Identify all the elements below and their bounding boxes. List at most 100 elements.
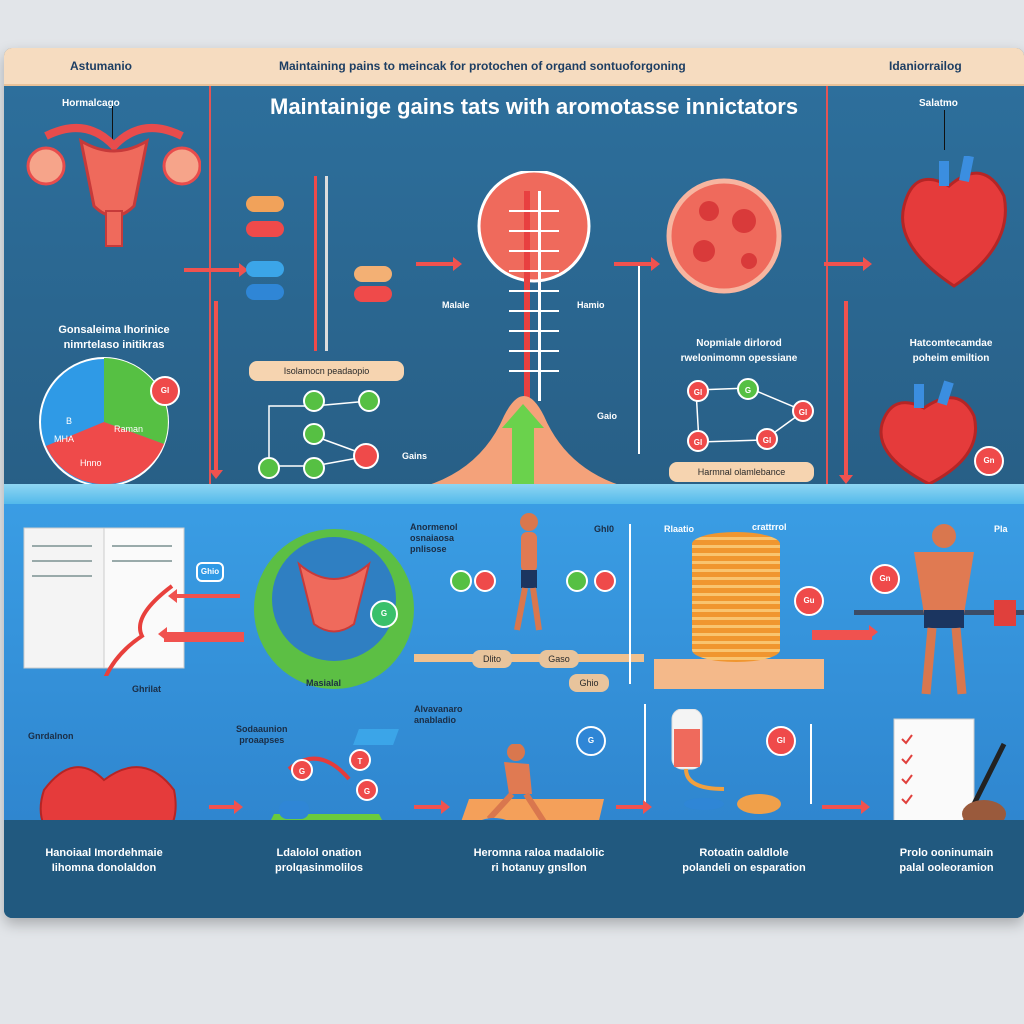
caption-line: Rotoatin oaldlole [699,847,789,859]
heart-badge: Gn [974,446,1004,476]
caption-line: Hanoiaal Imordehmaie [45,847,163,859]
coins-side-label: Rlaatio [664,524,695,534]
caption-line: ri hotanuy gnsllon [491,862,587,874]
book-badge: Ghio [196,562,224,582]
ovary-circle [254,529,414,689]
pie-chart: B MHA Raman Hnno [39,357,169,487]
arrow [812,625,878,640]
caption-line: poheim emiltion [912,353,990,364]
label-line: pnlisose [410,544,447,554]
label-line: proaapses [239,735,285,745]
label-line: osnaiaosa [410,533,455,543]
coins-base [654,659,824,689]
pie-label: MHA [54,434,74,444]
dna-icon [477,171,591,401]
coin-stack-icon [692,532,780,662]
badge: G [291,759,313,781]
pie-label: B [66,416,72,426]
arrow [184,263,248,277]
caption-line: Prolo ooninumain [899,847,994,859]
caption-line: polandeli on esparation [682,862,806,874]
cell-label: Gnrdalnon [28,731,74,741]
badge [566,570,588,592]
caption-line: Iihomna donolaldon [51,862,157,874]
label-line: Anormenol [410,522,458,532]
caption-line: Ldalolol onation [276,847,362,859]
arrow [414,800,450,814]
badge [450,570,472,592]
pie-badge: Gl [150,376,180,406]
label-line: anabladio [414,715,457,725]
heart-icon [879,380,977,486]
dna-left-label: Malale [442,300,470,310]
infographic: Astumanio Maintaining pains to meincak f… [4,48,1024,918]
book-icon [23,527,185,676]
dna-right-label: Hamio [577,300,605,310]
coins-badge: Gu [794,586,824,616]
hormonal-tag: Harmnal olamlebance [669,462,814,482]
heart-icon [901,156,1007,288]
header-center: Maintaining pains to meincak for protoch… [279,59,686,73]
athlete-figure [514,513,542,631]
badge: Gl [756,428,778,450]
uterus-icon [26,124,201,247]
caption-4: Rotoatin oaldlole polandeli on esparation [654,846,834,876]
header-strip: Astumanio Maintaining pains to meincak f… [4,48,1024,86]
gain-curve [384,396,664,496]
caption-5: Prolo ooninumain palal ooleoramion [869,846,1024,876]
muscle-badge: Gn [870,564,900,594]
label-line: Sodaaunion [236,724,288,734]
uterus-caption: Gonsaleima Ihorinice nimrtelaso initikra… [19,323,209,353]
header-right: Idaniorrailog [889,59,962,73]
ovary-badge: G [370,600,398,628]
arrow [822,800,870,814]
tube-icon [314,176,328,351]
cell-circle [666,178,782,294]
caption-line: Nopmiale dirlorod [696,338,782,349]
curve-label: Sodaaunion proaapses [236,724,288,746]
heart-caption: Hatcomtecamdae poheim emiltion [876,336,1024,366]
arrow [209,800,243,814]
gain-label: Gaio [597,411,618,421]
runner2-badge: G [576,726,606,756]
molecule-label: Gains [402,451,428,461]
arrow-down [839,301,853,484]
top-panel: Maintainige gains tats with aromotasse i… [4,86,1024,509]
pill [246,221,284,237]
muscle-man-figure [854,524,1024,695]
arrow-up [638,264,640,454]
badge [594,570,616,592]
caption-line: palal ooleoramion [899,862,994,874]
block-icon [353,729,399,745]
label-line: Alvavanaro [414,704,463,714]
pill [354,266,392,282]
muscle-label: Pla [994,524,1008,534]
arrow [614,257,660,271]
syringe-label: Dlito [472,650,512,668]
badge: G [356,779,378,801]
pill [246,196,284,212]
badge: Gl [792,400,814,422]
left-label: Hormalcago [62,98,120,109]
arrow [616,800,652,814]
right-label: Salatmo [919,98,958,109]
arrow [416,257,462,271]
pill [246,261,284,277]
caption-line: rwelonimomn opessiane [680,353,798,364]
wave-divider [4,484,1024,506]
runner-label: Anormenol osnaiaosa pnlisose [410,522,458,555]
axis-line [644,704,646,804]
runner-badge-label: Ghl0 [594,524,615,534]
caption-line: Gonsaleima Ihorinice [58,324,170,336]
badge [474,570,496,592]
badge: G [737,378,759,400]
pie-label: Hnno [80,458,102,468]
pointer-line [944,110,945,150]
coins-label: crattrrol [752,522,787,532]
header-left: Astumanio [70,59,133,73]
arrow-left [164,632,244,642]
divider [826,86,828,491]
